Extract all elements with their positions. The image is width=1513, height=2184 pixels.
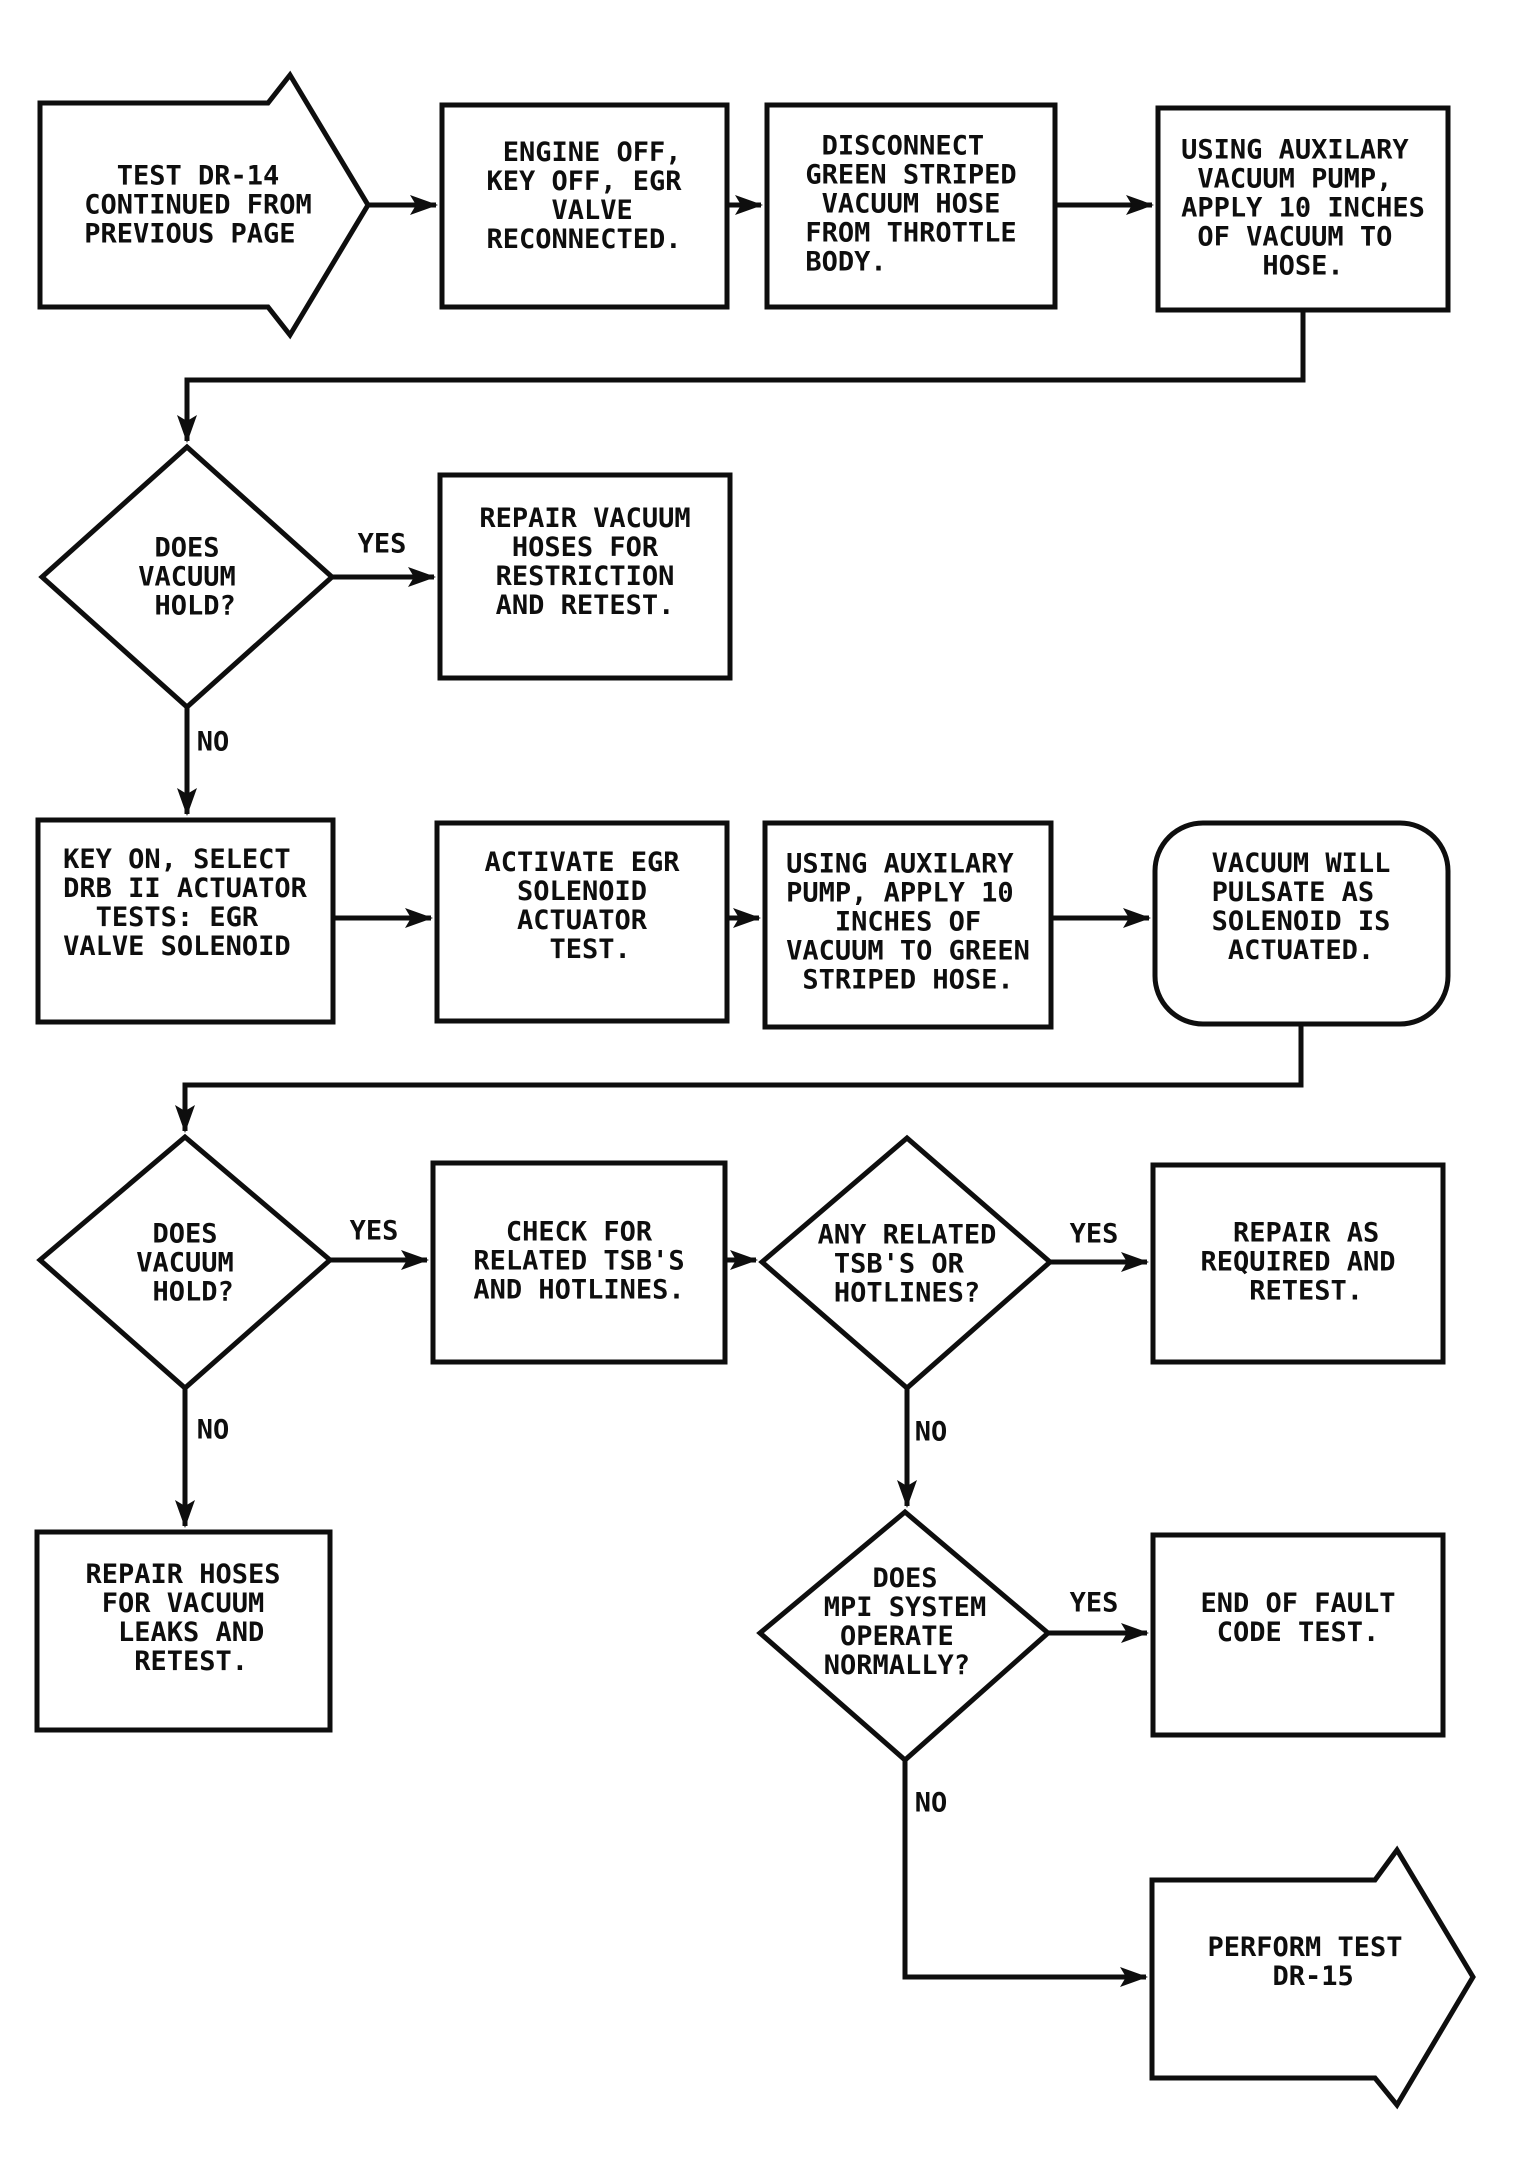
- does-vacuum-hold-2-text: DOES VACUUM HOLD?: [136, 1218, 234, 1308]
- apply-vacuum-hose-text: USING AUXILARY VACUUM PUMP, APPLY 10 INC…: [1181, 134, 1425, 282]
- disconnect-hose-text: DISCONNECT GREEN STRIPED VACUUM HOSE FRO…: [805, 130, 1017, 278]
- repair-leaks-box: [34, 1529, 333, 1733]
- repair-as-required-box: [1150, 1162, 1446, 1365]
- edge-label-mpi-normal-yes: YES: [1069, 1587, 1119, 1619]
- vacuum-pulsate-text: VACUUM WILL PULSATE AS SOLENOID IS ACTUA…: [1211, 848, 1391, 966]
- mpi-normal-diamond: [756, 1508, 1052, 1764]
- engine-off-box: [439, 102, 730, 310]
- vacuum-pulsate-rounded-box: [1152, 820, 1451, 1027]
- key-on-drb-box: [35, 817, 336, 1025]
- apply-vacuum-hose-box: [1155, 105, 1451, 313]
- start-text: TEST DR-14 CONTINUED FROM PREVIOUS PAGE: [84, 160, 312, 250]
- disconnect-hose-box: [764, 102, 1058, 310]
- repair-leaks-text: REPAIR HOSES FOR VACUUM LEAKS AND RETEST…: [85, 1559, 281, 1677]
- any-tsb-text: ANY RELATED TSB'S OR HOTLINES?: [817, 1219, 997, 1309]
- check-tsb-text: CHECK FOR RELATED TSB'S AND HOTLINES.: [473, 1216, 685, 1306]
- any-tsb-diamond: [758, 1134, 1054, 1392]
- key-on-drb-text: KEY ON, SELECT DRB II ACTUATOR TESTS: EG…: [63, 844, 307, 962]
- perform-dr15-text: PERFORM TEST DR-15: [1207, 1932, 1403, 1992]
- perform-dr15-arrow-shape: [1149, 1845, 1476, 2110]
- connector-mpi-no-to-dr15: [902, 1760, 1148, 1987]
- activate-egr-test-box: [434, 820, 730, 1024]
- mpi-normal-text: DOES MPI SYSTEM OPERATE NORMALLY?: [823, 1563, 987, 1681]
- connector-apply-vacuum-to-decision1: [177, 310, 1306, 443]
- does-vacuum-hold-2-diamond: [36, 1133, 334, 1392]
- edge-label-any-tsb-no: NO: [914, 1416, 948, 1448]
- check-tsb-box: [430, 1160, 728, 1365]
- end-fault-code-box: [1150, 1532, 1446, 1738]
- apply-vacuum-green-text: USING AUXILARY PUMP, APPLY 10 INCHES OF …: [786, 848, 1030, 996]
- edge-label-any-tsb-yes: YES: [1069, 1218, 1119, 1250]
- start-offpage-arrow-shape: [37, 70, 371, 340]
- engine-off-text: ENGINE OFF, KEY OFF, EGR VALVE RECONNECT…: [486, 137, 682, 255]
- edge-label-mpi-normal-no: NO: [914, 1787, 948, 1819]
- repair-restriction-box: [437, 472, 733, 681]
- does-vacuum-hold-1-text: DOES VACUUM HOLD?: [138, 532, 236, 622]
- edge-label-vacuum-hold-1-yes: YES: [357, 528, 407, 560]
- activate-egr-test-text: ACTIVATE EGR SOLENOID ACTUATOR TEST.: [484, 847, 680, 965]
- end-fault-code-text: END OF FAULT CODE TEST.: [1200, 1588, 1396, 1648]
- connector-pulsate-to-decision2: [175, 1024, 1304, 1133]
- repair-restriction-text: REPAIR VACUUM HOSES FOR RESTRICTION AND …: [479, 503, 691, 621]
- edge-label-vacuum-hold-2-no: NO: [196, 1414, 230, 1446]
- repair-as-required-text: REPAIR AS REQUIRED AND RETEST.: [1200, 1217, 1396, 1307]
- edge-label-vacuum-hold-1-no: NO: [196, 726, 230, 758]
- apply-vacuum-green-box: [762, 820, 1054, 1030]
- edge-label-vacuum-hold-2-yes: YES: [349, 1215, 399, 1247]
- does-vacuum-hold-1-diamond: [38, 443, 336, 711]
